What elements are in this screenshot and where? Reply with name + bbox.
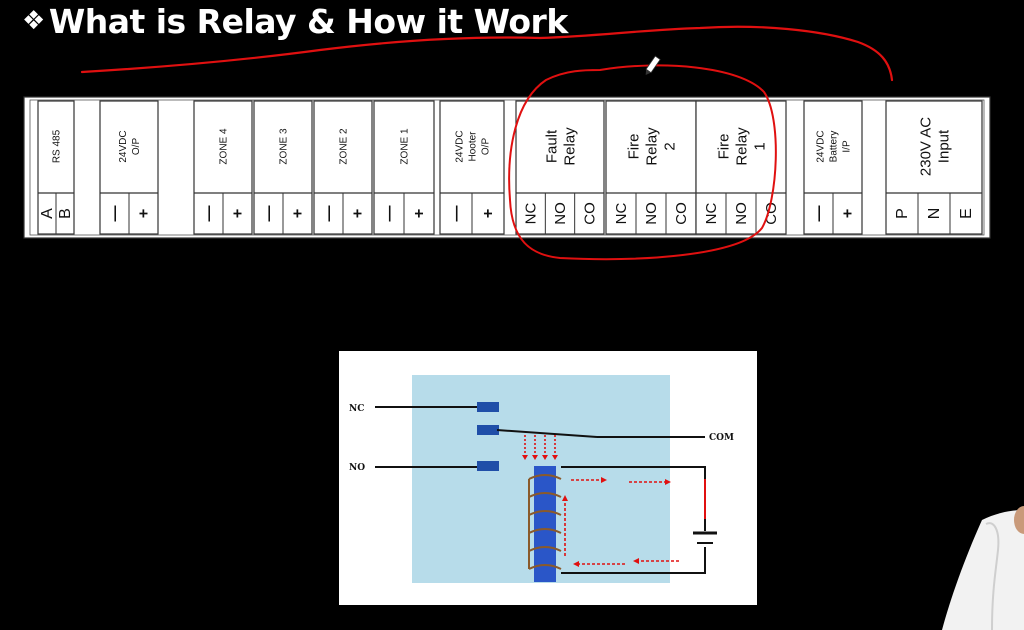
terminal-group-label: ZONE 4 bbox=[219, 128, 230, 165]
presenter-shoulder bbox=[942, 506, 1024, 630]
terminal-pin-label: E bbox=[958, 208, 975, 219]
terminal-pin-label: — bbox=[448, 206, 465, 222]
terminal-pin-label: — bbox=[811, 206, 828, 222]
terminal-group-label: RS 485 bbox=[52, 129, 63, 163]
coil-core bbox=[534, 466, 556, 582]
terminal-pin-label: + bbox=[411, 209, 428, 218]
magnetic-force-arrows bbox=[522, 435, 558, 460]
no-contact bbox=[477, 461, 499, 471]
terminal-group-zone-1: ZONE 1 — + bbox=[373, 100, 435, 235]
terminal-pin-label: + bbox=[480, 209, 497, 218]
terminal-pin-label: NO bbox=[643, 202, 660, 225]
nc-contact bbox=[477, 402, 499, 412]
terminal-group-label: FaultRelay bbox=[543, 127, 578, 166]
current-flow-arrows bbox=[562, 477, 679, 567]
terminal-group-zone-4: ZONE 4 — + bbox=[193, 100, 253, 235]
terminal-pin-label: — bbox=[321, 206, 338, 222]
nc-label: NC bbox=[349, 404, 364, 414]
terminal-pin-label: + bbox=[840, 209, 857, 218]
terminal-pin-label: + bbox=[136, 209, 153, 218]
diamond-bullet-icon: ❖ bbox=[22, 6, 45, 36]
terminal-pin-label: + bbox=[350, 209, 367, 218]
terminal-group-label: ZONE 3 bbox=[279, 128, 290, 165]
terminal-pin-label: — bbox=[381, 206, 398, 222]
com-label: COM bbox=[709, 433, 734, 443]
terminal-pin-label: — bbox=[201, 206, 218, 222]
no-label: NO bbox=[349, 463, 365, 473]
terminal-group-label: ZONE 1 bbox=[400, 128, 411, 165]
terminal-pin-label: + bbox=[230, 209, 247, 218]
terminal-group-zone-3: ZONE 3 — + bbox=[253, 100, 313, 235]
terminal-pin-label: N bbox=[926, 208, 943, 220]
terminal-pin-label: P bbox=[894, 208, 911, 219]
terminal-pin-label: — bbox=[107, 206, 124, 222]
terminal-pin-label: NO bbox=[552, 202, 569, 225]
terminal-group-zone-2: ZONE 2 — + bbox=[313, 100, 373, 235]
terminal-pin-label: NC bbox=[703, 203, 720, 225]
coil-winding bbox=[528, 474, 562, 570]
com-contact bbox=[477, 425, 499, 435]
terminal-pin-label: NC bbox=[613, 203, 630, 225]
terminal-pin-label: NO bbox=[733, 202, 750, 225]
terminal-pin-label: B bbox=[57, 208, 74, 219]
relay-working-diagram: NC COM NO bbox=[339, 351, 757, 605]
terminal-pin-label: CO bbox=[673, 202, 690, 225]
terminal-pin-label: A bbox=[39, 208, 56, 219]
terminal-group-label: 230V ACInput bbox=[917, 117, 952, 176]
battery-icon bbox=[693, 531, 717, 544]
armature bbox=[496, 429, 598, 438]
terminal-pin-label: CO bbox=[763, 202, 780, 225]
terminal-strip-inner bbox=[29, 99, 985, 236]
terminal-pin-label: NC bbox=[523, 203, 540, 225]
terminal-pin-label: + bbox=[290, 209, 307, 218]
terminal-pin-label: — bbox=[261, 206, 278, 222]
terminal-group-label: ZONE 2 bbox=[339, 128, 350, 165]
terminal-pin-label: CO bbox=[581, 202, 598, 225]
